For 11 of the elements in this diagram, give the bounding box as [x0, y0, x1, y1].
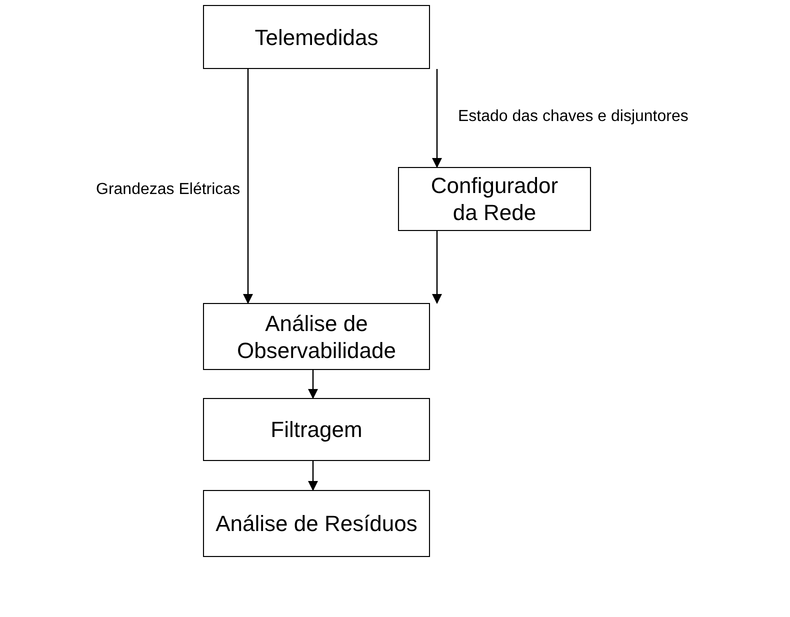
arrow: [308, 370, 318, 399]
arrow: [432, 69, 442, 168]
process-box: Configurador da Rede: [398, 167, 591, 231]
process-box: Análise de Observabilidade: [203, 303, 430, 370]
arrow: [308, 461, 318, 491]
edge-label: Estado das chaves e disjuntores: [458, 107, 688, 127]
arrow: [432, 231, 442, 304]
process-box: Telemedidas: [203, 5, 430, 69]
arrow: [243, 69, 253, 304]
process-box: Análise de Resíduos: [203, 490, 430, 557]
process-box: Filtragem: [203, 398, 430, 461]
